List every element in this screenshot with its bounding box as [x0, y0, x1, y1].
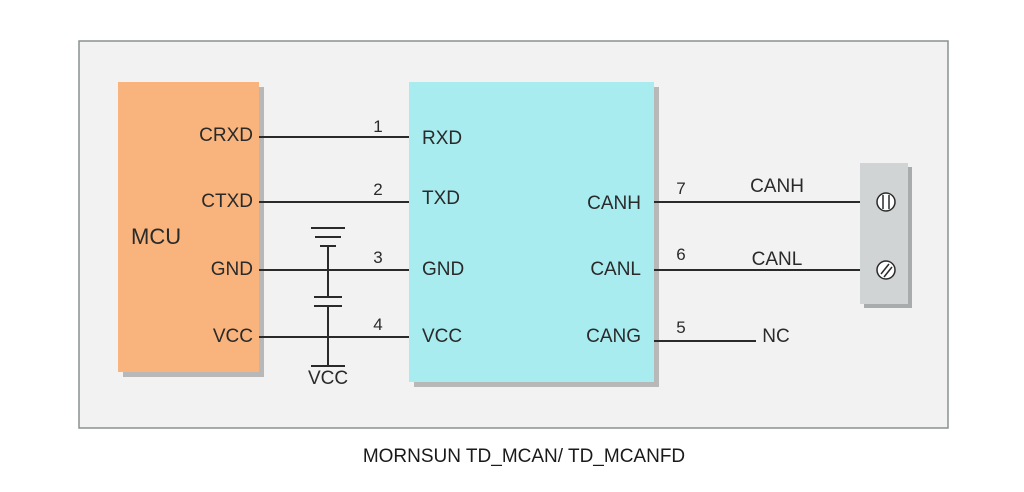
transceiver-pin-canh: CANH — [587, 193, 641, 214]
mcu-pin-gnd: GND — [211, 259, 253, 280]
mcu-block — [118, 82, 259, 372]
vcc-supply-label: VCC — [308, 368, 348, 389]
transceiver-pin-canl: CANL — [590, 259, 641, 280]
net-label-nc: NC — [762, 326, 789, 347]
diagram-caption: MORNSUN TD_MCAN/ TD_MCANFD — [363, 446, 685, 467]
mcu-pin-ctxd: CTXD — [201, 191, 253, 212]
transceiver-pin-vcc: VCC — [422, 326, 462, 347]
mcu-pin-vcc: VCC — [213, 326, 253, 347]
transceiver-pin-gnd: GND — [422, 259, 464, 280]
mcu-pin-crxd: CRXD — [199, 125, 253, 146]
pin-number-6: 6 — [676, 245, 685, 264]
pin-number-2: 2 — [373, 180, 382, 199]
transceiver-pin-rxd: RXD — [422, 128, 462, 149]
transceiver-block — [409, 82, 654, 382]
screw-terminal-canl-icon — [876, 260, 896, 280]
screw-terminal-canh-icon — [876, 192, 896, 212]
net-label-canl: CANL — [752, 249, 803, 270]
transceiver-pin-txd: TXD — [422, 188, 460, 209]
connector-block — [860, 163, 908, 304]
pin-number-1: 1 — [373, 117, 382, 136]
mcu-title: MCU — [131, 224, 181, 249]
net-label-canh: CANH — [750, 176, 804, 197]
pin-number-7: 7 — [676, 179, 685, 198]
transceiver-pin-cang: CANG — [586, 326, 641, 347]
pin-number-3: 3 — [373, 248, 382, 267]
pin-number-5: 5 — [676, 318, 685, 337]
pin-number-4: 4 — [373, 315, 382, 334]
